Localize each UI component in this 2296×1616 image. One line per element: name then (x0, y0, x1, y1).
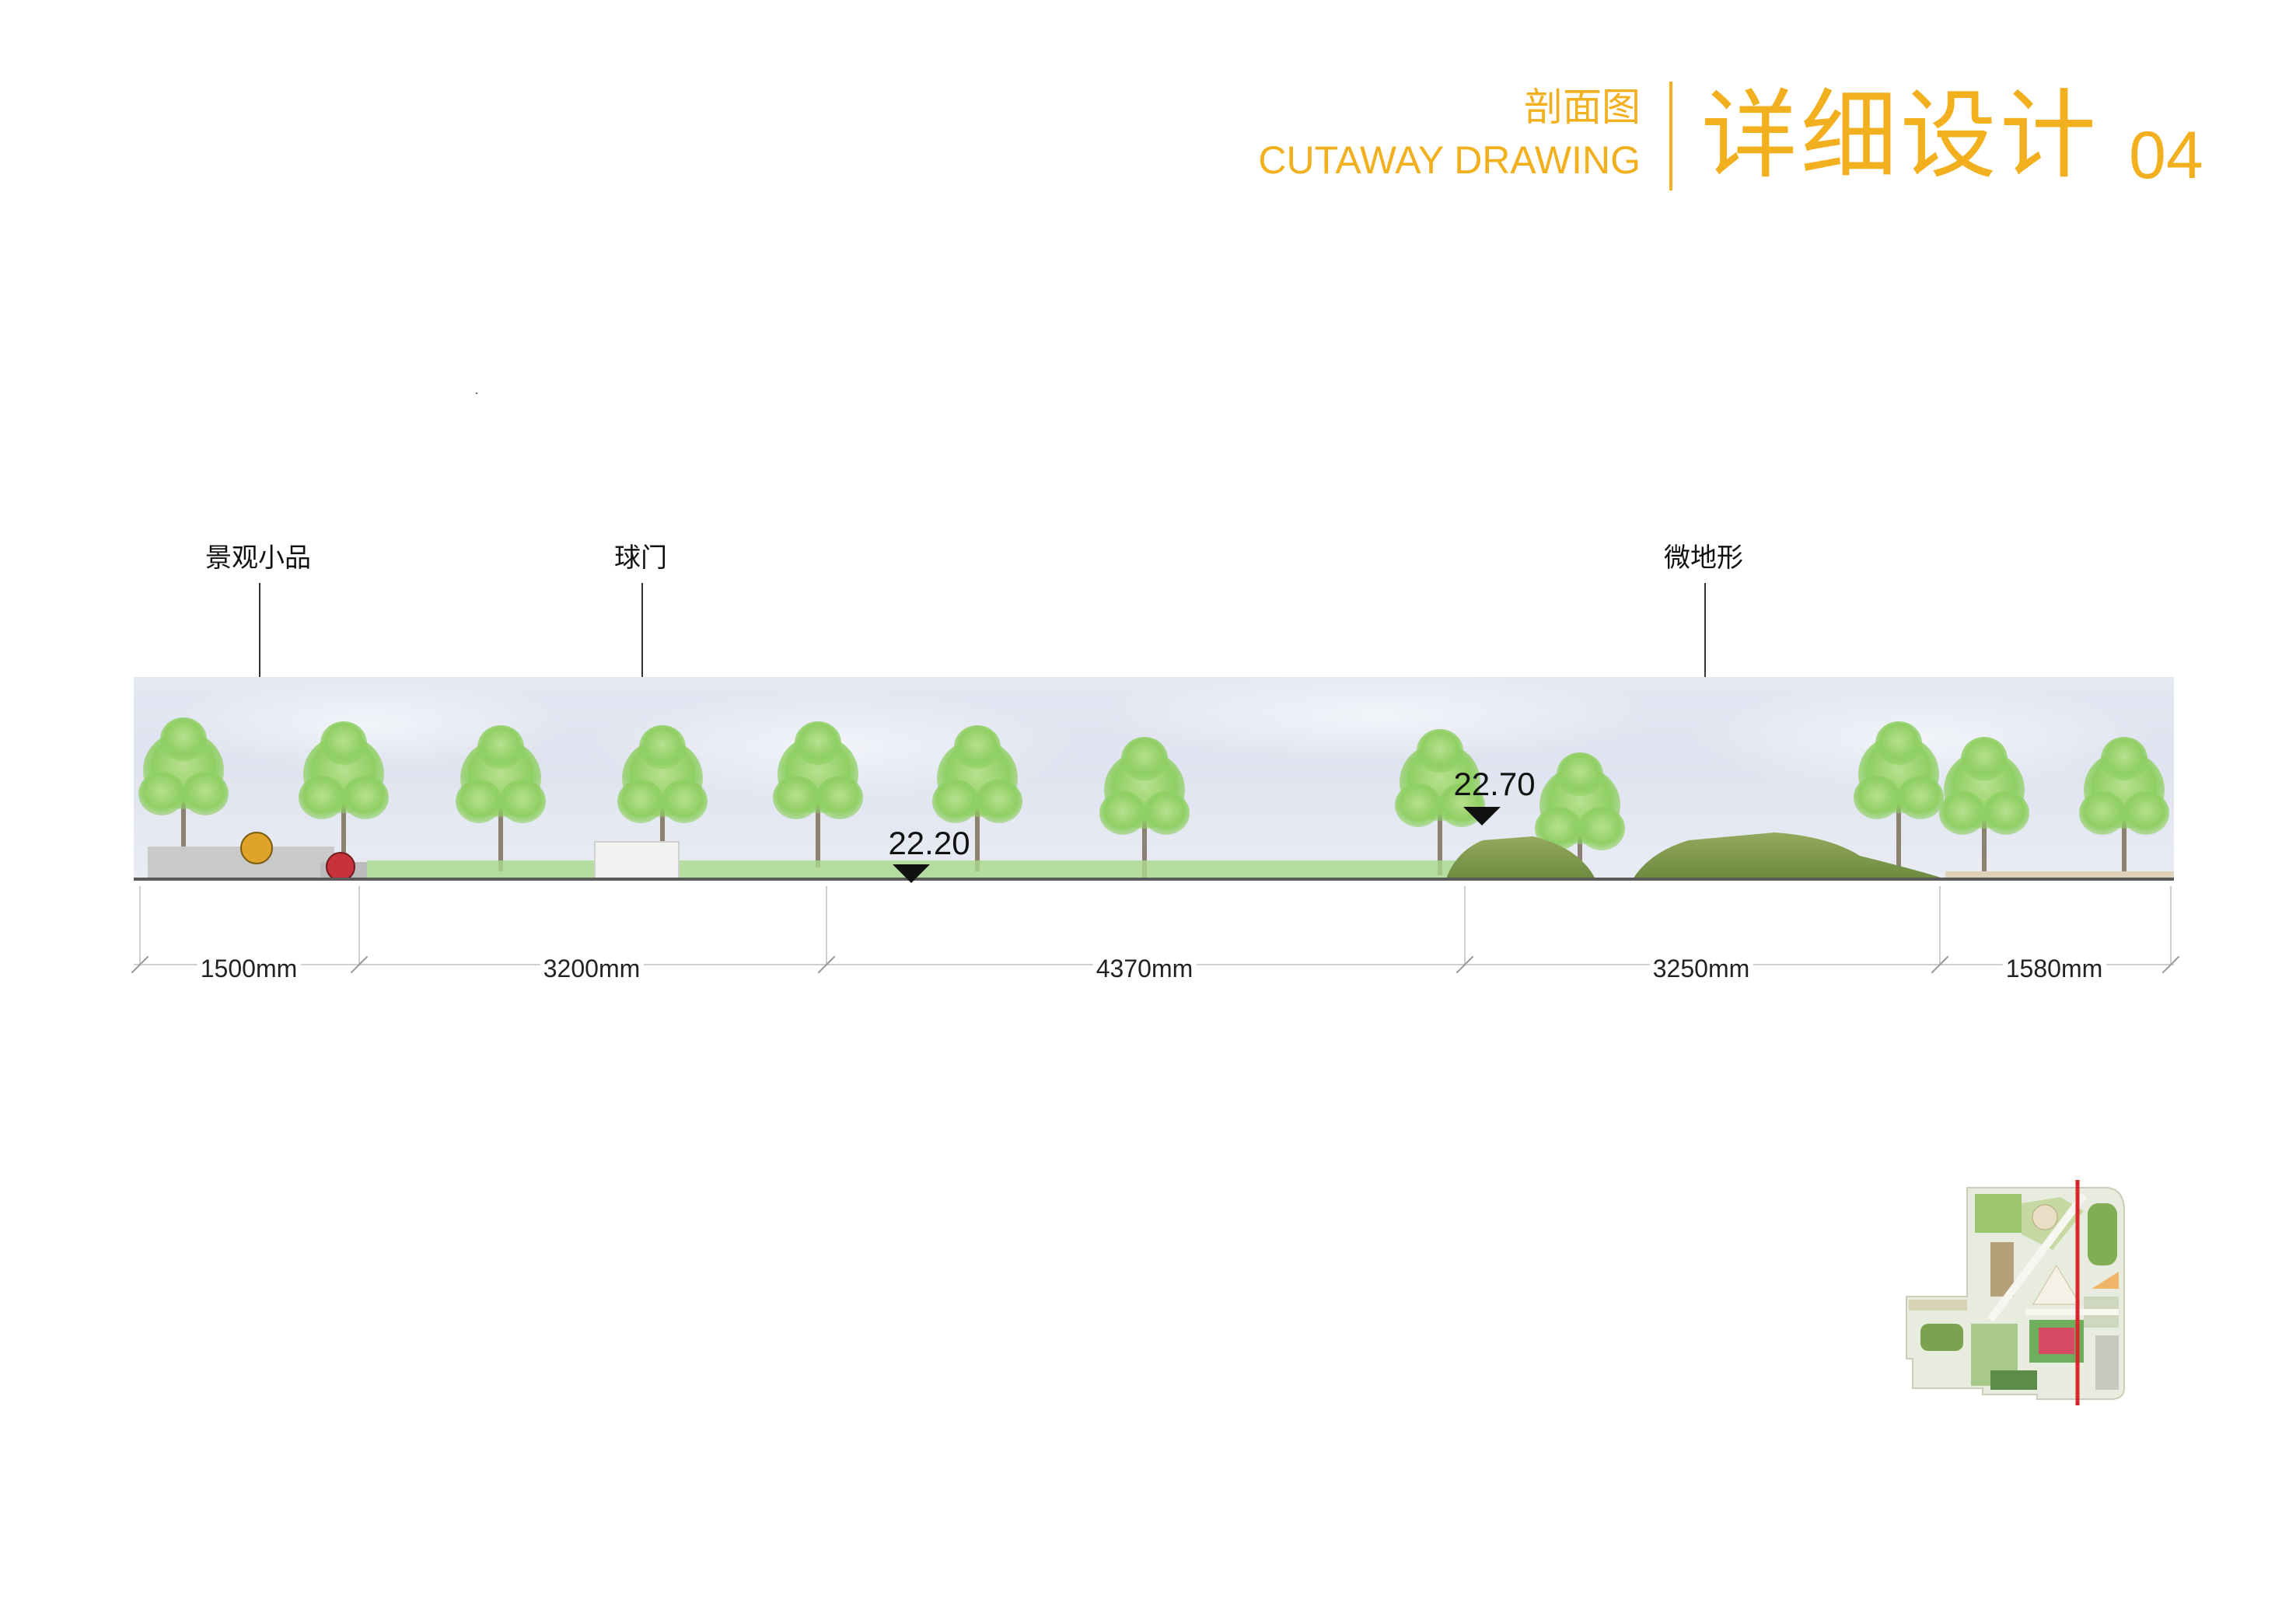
section-illustration (134, 677, 2174, 881)
dimension-tick (1464, 886, 1466, 964)
terrain-mound (1633, 832, 1945, 879)
section-number: 04 (2129, 118, 2203, 193)
dimension-tick (2170, 886, 2172, 964)
elevation-marker-icon (1463, 807, 1501, 825)
dimension-label: 3200mm (540, 955, 644, 983)
page-title: 详细设计 (1701, 80, 2100, 192)
elevation-label: 22.20 (888, 825, 970, 861)
dimension-tick (139, 886, 141, 964)
terrain-mound (1446, 836, 1595, 879)
key-plan-map (1897, 1180, 2130, 1405)
dimension-label: 1500mm (197, 955, 301, 983)
dimension-tick (826, 886, 827, 964)
landscape-sphere-red (326, 852, 355, 881)
dimension-tick (1939, 886, 1941, 964)
stray-dot (476, 393, 477, 394)
dimension-tick (358, 886, 360, 964)
callout-landscape-feature: 景观小品 (205, 543, 311, 574)
dimension-label: 4370mm (1092, 955, 1197, 983)
subtitle-cn: 剖面图 (1524, 85, 1641, 130)
tree (1099, 737, 1190, 881)
cloud (165, 677, 569, 770)
callout-goal: 球门 (614, 543, 667, 574)
landscape-sphere-yellow (240, 832, 273, 864)
callout-micro-terrain: 微地形 (1664, 543, 1743, 574)
section-elevation-panel (134, 677, 2174, 881)
goal-structure (594, 841, 680, 880)
dimension-label: 1580mm (2002, 955, 2106, 983)
paved-path (1945, 871, 2174, 879)
key-plan-illustration (1906, 1180, 2125, 1405)
elevation-label: 22.70 (1453, 766, 1536, 802)
dimension-label: 3250mm (1649, 955, 1753, 983)
elevation-marker-icon (893, 864, 930, 883)
subtitle-en: CUTAWAY DRAWING (1258, 138, 1641, 182)
ground-line (134, 878, 2174, 881)
cloud (1689, 685, 2155, 794)
cloud (1098, 677, 1658, 763)
header-divider (1669, 82, 1672, 190)
